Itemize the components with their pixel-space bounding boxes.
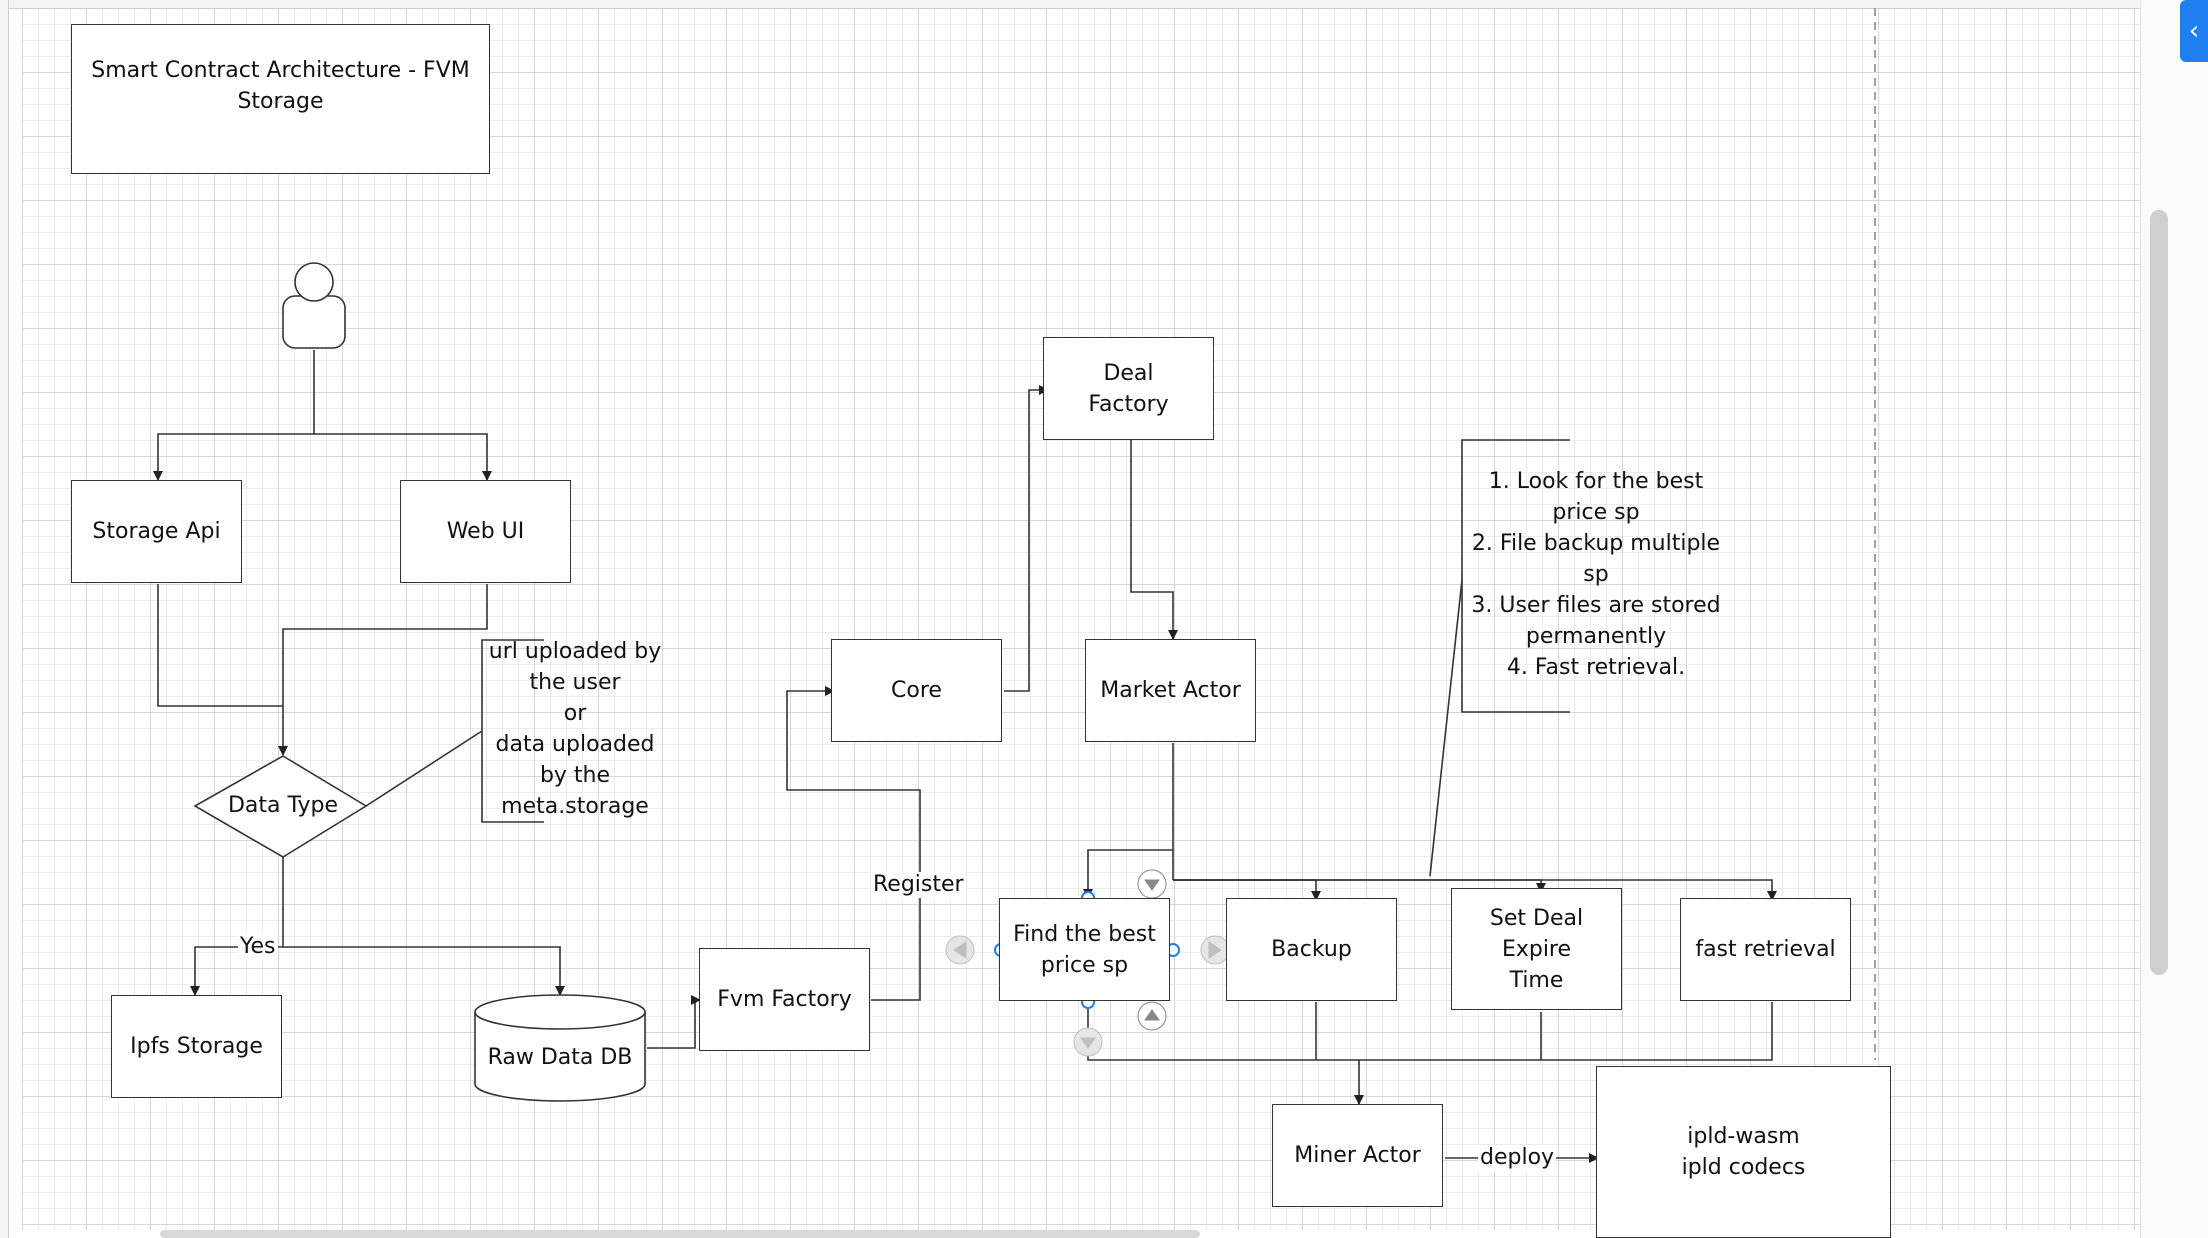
find-best-price-label: Find the best price sp <box>1013 921 1156 978</box>
deal-factory-label: Deal Factory <box>1088 360 1169 417</box>
miner-actor-label: Miner Actor <box>1294 1143 1421 1168</box>
ipfs-storage-node[interactable]: Ipfs Storage <box>111 995 282 1098</box>
set-deal-expire-label: Set Deal Expire Time <box>1489 905 1584 993</box>
edge-raw-db-fvm <box>647 995 701 1049</box>
vertical-scrollbar[interactable] <box>2150 210 2168 975</box>
url-note-bracket <box>481 639 544 823</box>
web-ui-label: Web UI <box>446 519 525 544</box>
ipld-label: ipld-wasm ipld codecs <box>1681 1124 1806 1180</box>
fvm-factory-label: Fvm Factory <box>717 987 852 1012</box>
backup-node[interactable]: Backup <box>1226 898 1397 1001</box>
edge-user-web-ui <box>314 433 492 481</box>
edge-features-note <box>1429 579 1463 877</box>
edge-data-type-ipfs <box>190 857 284 996</box>
edge-fvm-core <box>786 686 921 1001</box>
title-box[interactable]: Smart Contract Architecture - FVM Storag… <box>71 24 490 174</box>
edge-market-backup <box>1173 879 1321 901</box>
backup-label: Backup <box>1271 937 1352 962</box>
connection-arrows <box>945 869 1230 1057</box>
chevron-left-icon[interactable]: ‹ <box>2180 0 2208 62</box>
deal-factory-node[interactable]: Deal Factory <box>1043 337 1214 440</box>
ipfs-storage-label: Ipfs Storage <box>130 1034 263 1059</box>
market-actor-node[interactable]: Market Actor <box>1085 639 1256 742</box>
edge-data-type-raw-db <box>283 946 565 996</box>
find-best-price-node[interactable]: Find the best price sp <box>999 898 1170 1001</box>
edge-web-ui-data-type <box>278 584 488 756</box>
features-note-bracket <box>1461 439 1570 713</box>
edge-deal-market <box>1130 440 1178 640</box>
edge-market-find <box>1083 849 1173 899</box>
url-note[interactable]: url uploaded by the user or data uploade… <box>488 639 662 819</box>
data-type-diamond <box>193 755 368 858</box>
data-type-label[interactable]: Data Type <box>227 793 339 818</box>
canvas-grid <box>22 8 2140 1230</box>
edge-label-register[interactable]: Register <box>871 872 966 898</box>
diagram-title: Smart Contract Architecture - FVM Storag… <box>91 58 470 114</box>
edge-label-yes[interactable]: Yes <box>238 934 278 960</box>
features-note[interactable]: 1. Look for the best price sp 2. File ba… <box>1471 469 1721 680</box>
raw-data-db-cylinder <box>474 994 646 1102</box>
edge-label-deploy[interactable]: deploy <box>1478 1145 1557 1171</box>
edge-data-type-note <box>365 730 483 807</box>
storage-api-node[interactable]: Storage Api <box>71 480 242 583</box>
market-actor-label: Market Actor <box>1100 678 1241 703</box>
core-label: Core <box>891 678 942 703</box>
miner-actor-node[interactable]: Miner Actor <box>1272 1104 1443 1207</box>
top-ruler <box>0 0 2208 9</box>
fvm-factory-node[interactable]: Fvm Factory <box>699 948 870 1051</box>
raw-data-db-label[interactable]: Raw Data DB <box>487 1045 633 1070</box>
edge-children-miner-bus <box>1087 1002 1773 1061</box>
storage-api-label: Storage Api <box>92 519 221 544</box>
fast-retrieval-node[interactable]: fast retrieval <box>1680 898 1851 1001</box>
edge-storage-api-data-type <box>157 584 283 707</box>
edge-core-deal-factory <box>1004 385 1049 692</box>
horizontal-scrollbar[interactable] <box>160 1230 1200 1238</box>
ipld-node[interactable]: ipld-wasm ipld codecs <box>1596 1066 1891 1238</box>
edge-user-storage-api <box>153 350 315 481</box>
left-ruler <box>0 0 9 1238</box>
edge-market-retrieval <box>1173 879 1777 901</box>
fast-retrieval-label: fast retrieval <box>1695 937 1836 962</box>
web-ui-node[interactable]: Web UI <box>400 480 571 583</box>
core-node[interactable]: Core <box>831 639 1002 742</box>
set-deal-expire-node[interactable]: Set Deal Expire Time <box>1451 888 1622 1010</box>
user-icon <box>282 262 346 349</box>
